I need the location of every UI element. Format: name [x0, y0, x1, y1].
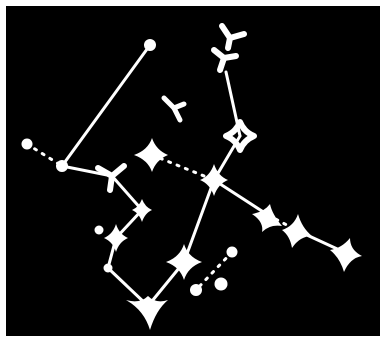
constellation-dots — [22, 39, 238, 296]
dot-far-left — [22, 139, 33, 150]
arrow-star-right-3 — [330, 238, 362, 272]
tripod-top-right — [214, 26, 244, 70]
line-tripod-to-small-star — [112, 176, 142, 210]
tripod-floating — [164, 98, 184, 120]
star-big-left — [134, 138, 168, 172]
star-lower-mid — [166, 244, 202, 280]
dot-mid-left-small — [95, 226, 104, 235]
line-far-left-to-left-node — [27, 144, 62, 166]
dot-top — [144, 39, 156, 51]
arrow-star-bottom — [126, 296, 168, 330]
dot-left-node — [56, 160, 68, 172]
line-center-to-right-1 — [214, 180, 268, 215]
dot-cluster-1 — [227, 247, 238, 258]
dot-lower-left — [104, 264, 113, 273]
dot-cluster-3 — [190, 284, 202, 296]
line-top-star-to-left-node — [62, 45, 150, 166]
line-lower-mid-to-center — [184, 180, 214, 262]
constellation-arrow-stars — [126, 204, 362, 330]
star-center — [200, 164, 228, 196]
arrow-star-right-2 — [282, 214, 312, 248]
dot-cluster-2 — [215, 278, 228, 291]
constellation-stars — [104, 138, 228, 280]
